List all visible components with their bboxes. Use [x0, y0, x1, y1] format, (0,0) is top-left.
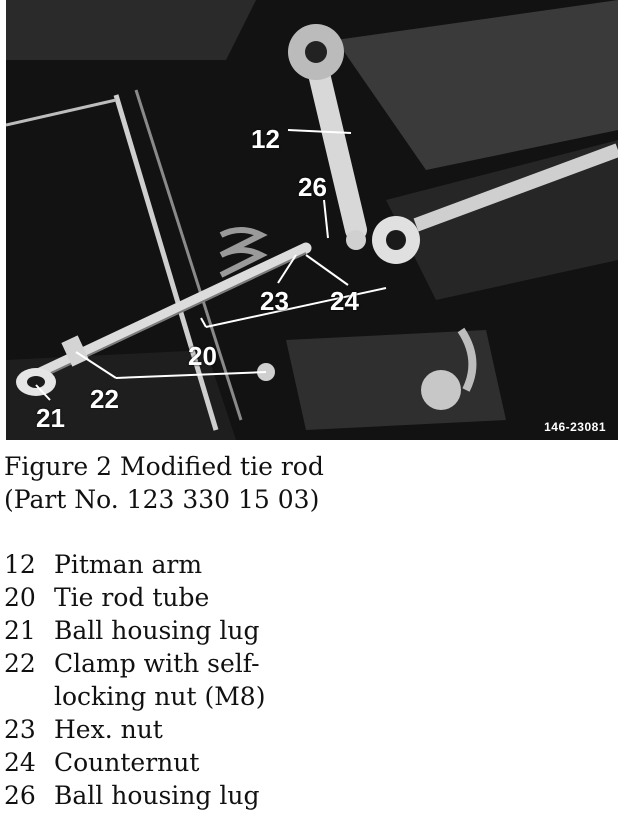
figure-caption: Figure 2 Modified tie rod (Part No. 123 …: [4, 450, 324, 516]
callout-12: 12: [251, 124, 280, 154]
legend-number: 26: [4, 781, 36, 810]
callout-21: 21: [36, 403, 65, 433]
legend-item: 22 Clamp with self-locking nut (M8): [4, 647, 324, 713]
photo-id: 146-23081: [544, 420, 606, 434]
legend-text: Ball housing lug: [54, 781, 260, 810]
legend-number: 23: [4, 715, 36, 744]
caption-line-2: (Part No. 123 330 15 03): [4, 485, 320, 514]
callout-24: 24: [330, 286, 359, 316]
callout-20: 20: [188, 341, 217, 371]
legend-item: 26 Ball housing lug: [4, 779, 324, 812]
legend-text: Pitman arm: [54, 550, 203, 579]
caption-line-1: Figure 2 Modified tie rod: [4, 452, 324, 481]
legend-item: 24 Counternut: [4, 746, 324, 779]
legend-item: 21 Ball housing lug: [4, 614, 324, 647]
legend-text: Ball housing lug: [54, 616, 260, 645]
legend-number: 12: [4, 550, 36, 579]
legend-item: 20 Tie rod tube: [4, 581, 324, 614]
legend-number: 22: [4, 649, 36, 678]
legend-text: Counternut: [54, 748, 200, 777]
legend-number: 24: [4, 748, 36, 777]
legend-text: Clamp with self-locking nut (M8): [54, 649, 266, 711]
legend-number: 20: [4, 583, 36, 612]
callout-23: 23: [260, 286, 289, 316]
legend-text: Hex. nut: [54, 715, 163, 744]
legend-item: 23 Hex. nut: [4, 713, 324, 746]
legend-text: Tie rod tube: [54, 583, 210, 612]
callout-26: 26: [298, 172, 327, 202]
legend-number: 21: [4, 616, 36, 645]
photo-illustration: [6, 0, 618, 440]
legend-item: 12 Pitman arm: [4, 548, 324, 581]
callout-22: 22: [90, 384, 119, 414]
tie-rod-photo: 12 26 23 24 20 22 21 146-23081: [6, 0, 618, 440]
